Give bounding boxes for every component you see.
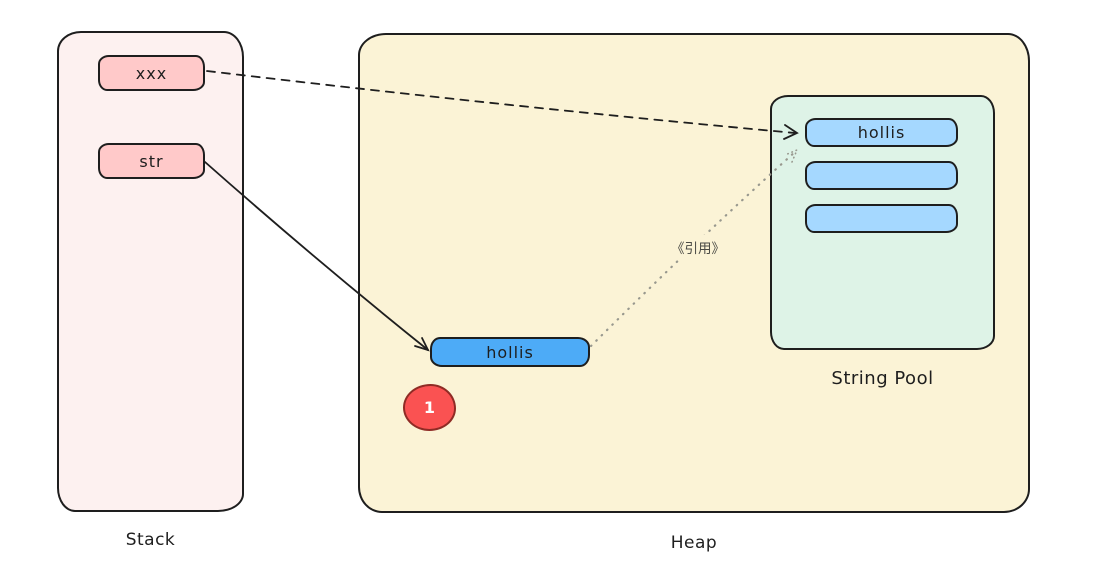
step-1-badge-label: 1	[423, 398, 436, 417]
string-pool-entry-hollis: hollis	[805, 118, 958, 147]
stack-slot-xxx: xxx	[98, 55, 205, 91]
string-pool-region: hollis	[770, 95, 995, 350]
stack-caption: Stack	[125, 530, 176, 550]
step-1-badge: 1	[403, 384, 456, 431]
heap-object-hollis-label: hollis	[486, 342, 534, 362]
string-pool-entry-hollis-label: hollis	[857, 123, 906, 142]
heap-caption: Heap	[670, 533, 718, 553]
stack-slot-xxx-label: xxx	[135, 63, 168, 83]
string-pool-caption: String Pool	[831, 368, 934, 389]
stack-region: xxx str	[57, 31, 244, 512]
string-pool-entry-empty-2	[805, 204, 958, 233]
heap-object-hollis: hollis	[430, 337, 590, 367]
stack-slot-str-label: str	[139, 151, 164, 171]
string-pool-entry-empty-1	[805, 161, 958, 190]
stack-slot-str: str	[98, 143, 205, 179]
reference-annotation: 《引用》	[666, 235, 730, 259]
